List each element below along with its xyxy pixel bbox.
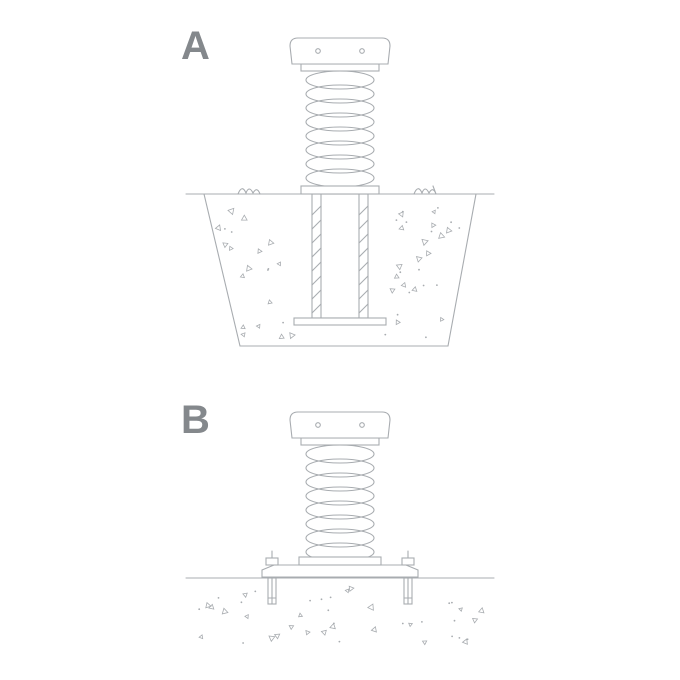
spring-top-flange-a — [300, 63, 380, 72]
concrete-aggregate-texture — [214, 207, 461, 340]
seat-cap-b — [289, 411, 391, 439]
seat-cap-a — [289, 37, 391, 65]
spring-top-flange-b — [300, 437, 380, 446]
figure-b-label: B — [181, 398, 210, 442]
anchor-bolt-right — [401, 550, 415, 605]
cap-rivet-icon — [315, 422, 321, 428]
cap-rivet-icon — [315, 48, 321, 54]
cap-rivet-icon — [359, 422, 365, 428]
spring-bottom-flange-a — [300, 185, 380, 195]
base-plate-top — [298, 556, 382, 566]
anchor-bolt-left — [265, 550, 279, 605]
figure-a-label: A — [181, 24, 210, 68]
post-base-plate — [293, 317, 387, 326]
spring-coil-a — [305, 70, 375, 188]
grass-tuft-left — [237, 188, 261, 195]
anchor-nut-icon — [401, 557, 415, 566]
diagram-a — [185, 37, 495, 347]
base-plate-wide — [261, 564, 419, 578]
anchor-nut-icon — [265, 557, 279, 566]
cap-rivet-icon — [359, 48, 365, 54]
ground-aggregate-texture — [198, 585, 485, 646]
grass-tuft-right — [413, 185, 437, 195]
anchor-post — [293, 193, 387, 326]
diagram-b — [185, 411, 495, 646]
spring-coil-b — [305, 444, 375, 562]
